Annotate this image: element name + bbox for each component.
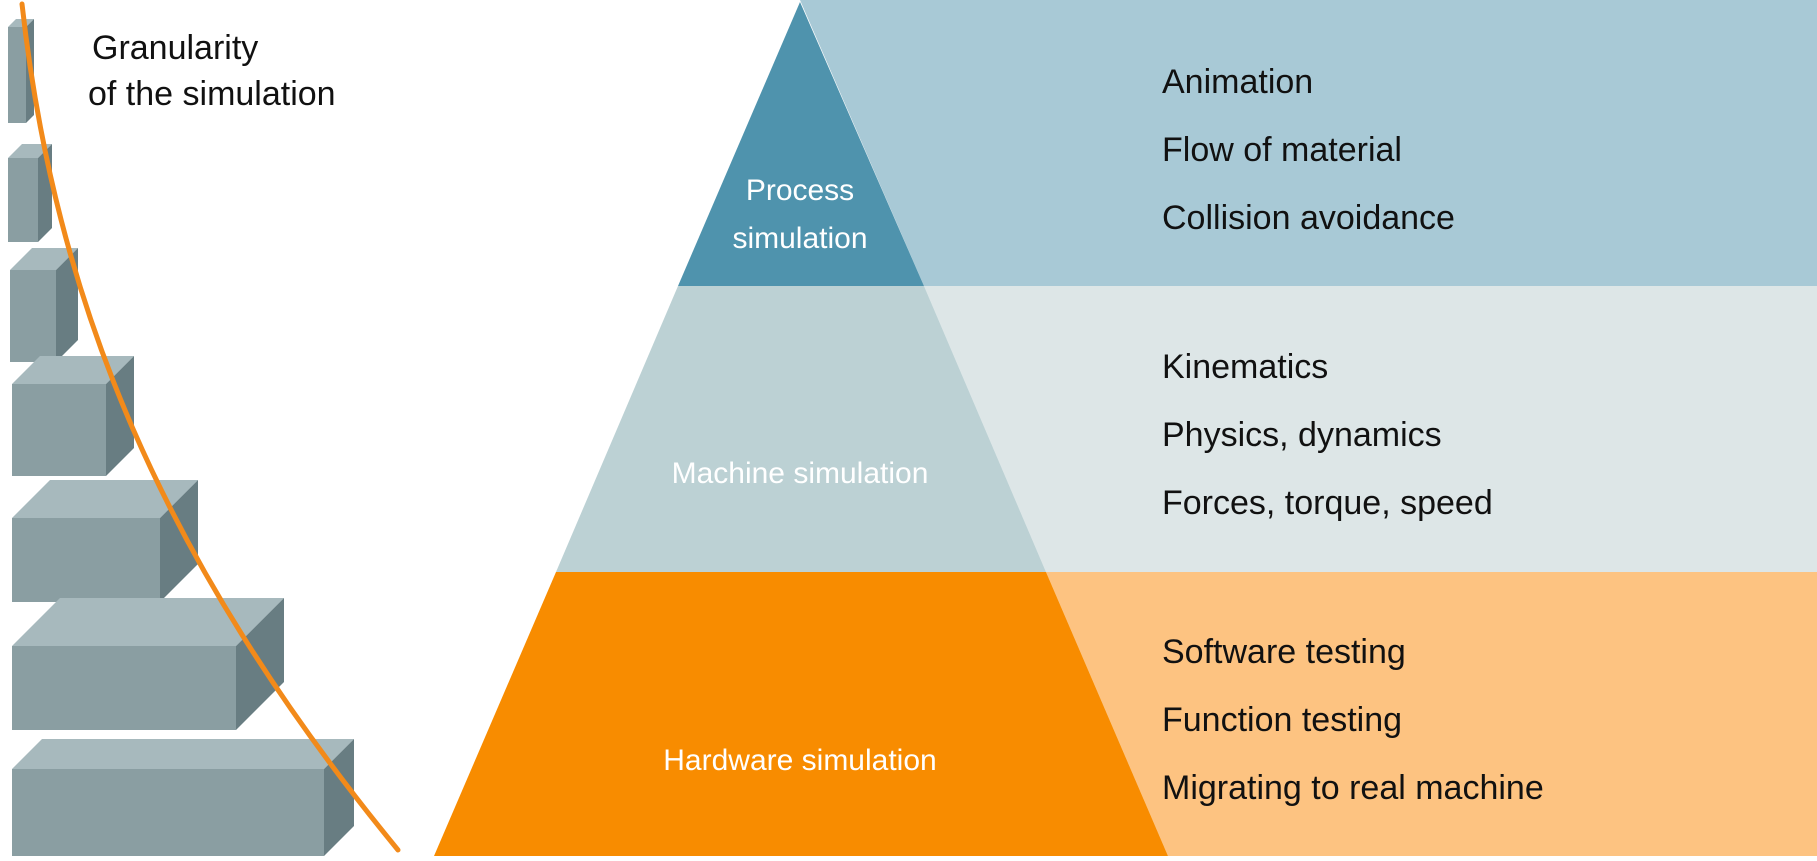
hardware-band: [1046, 572, 1817, 856]
granularity-block: [10, 248, 78, 362]
hardware-item-migrating-to-real-machine: Migrating to real machine: [1162, 769, 1544, 807]
hardware-simulation-label: Hardware simulation: [663, 744, 937, 777]
block-front-face: [12, 769, 324, 856]
process-band: [800, 0, 1817, 286]
block-top-face: [8, 144, 52, 158]
process-simulation-layer: [678, 2, 924, 286]
granularity-block: [12, 598, 284, 730]
block-front-face: [12, 518, 160, 602]
granularity-block: [8, 144, 52, 242]
machine-item-kinematics: Kinematics: [1162, 348, 1329, 386]
machine-item-forces-torque-speed: Forces, torque, speed: [1162, 484, 1493, 522]
hardware-item-function-testing: Function testing: [1162, 701, 1403, 739]
block-top-face: [12, 480, 198, 518]
hardware-item-software-testing: Software testing: [1162, 633, 1406, 671]
block-front-face: [12, 384, 106, 476]
block-top-face: [10, 248, 78, 270]
block-front-face: [12, 646, 236, 730]
hardware-simulation-layer: [434, 572, 1168, 856]
machine-item-physics-dynamics: Physics, dynamics: [1162, 416, 1442, 454]
granularity-block: [12, 480, 198, 602]
granularity-blocks: [8, 19, 354, 856]
process-item-animation: Animation: [1162, 63, 1314, 101]
process-simulation-label-line2: simulation: [732, 222, 868, 255]
granularity-block: [12, 356, 134, 476]
block-front-face: [10, 270, 56, 362]
process-item-collision-avoidance: Collision avoidance: [1162, 199, 1455, 237]
machine-simulation-layer: [556, 286, 1046, 572]
granularity-label-line2: of the simulation: [88, 75, 336, 113]
block-top-face: [12, 356, 134, 384]
block-front-face: [8, 27, 26, 123]
process-item-flow-of-material: Flow of material: [1162, 131, 1402, 169]
granularity-curve: [19, 1, 401, 853]
block-front-face: [8, 158, 38, 242]
block-side-face: [56, 248, 78, 362]
machine-band: [924, 286, 1817, 572]
block-top-face: [8, 19, 34, 27]
process-simulation-label-line1: Process: [745, 174, 855, 207]
granularity-label-line1: Granularity: [92, 29, 259, 67]
block-top-face: [12, 598, 284, 646]
machine-simulation-label: Machine simulation: [671, 457, 929, 490]
granularity-block: [12, 739, 354, 856]
block-top-face: [12, 739, 354, 769]
